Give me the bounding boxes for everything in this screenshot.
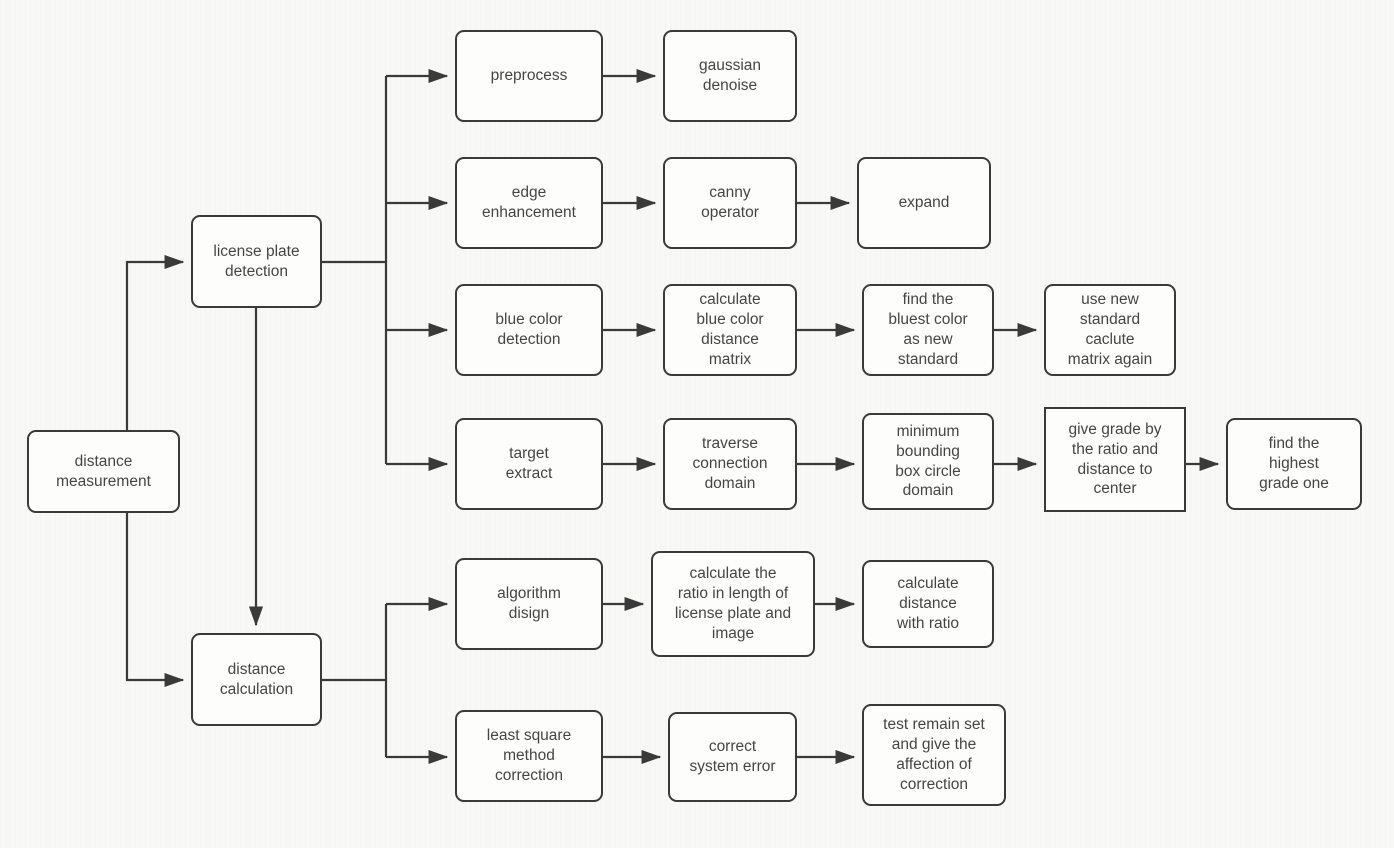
- node-find-bluest-color-as-new-standard[interactable]: find the bluest color as new standard: [862, 284, 994, 376]
- node-minimum-bounding-box-circle-domain[interactable]: minimum bounding box circle domain: [862, 413, 994, 510]
- node-label: find the highest grade one: [1259, 435, 1329, 492]
- node-algorithm-disign[interactable]: algorithm disign: [455, 558, 603, 650]
- node-calculate-distance-with-ratio[interactable]: calculate distance with ratio: [862, 560, 994, 648]
- node-label: give grade by the ratio and distance to …: [1068, 420, 1162, 498]
- node-label: use new standard caclute matrix again: [1067, 291, 1153, 368]
- node-blue-color-detection[interactable]: blue color detection: [455, 284, 603, 376]
- node-label: find the bluest color as new standard: [888, 291, 968, 368]
- node-preprocess[interactable]: preprocess: [455, 30, 603, 122]
- node-target-extract[interactable]: target extract: [455, 418, 603, 510]
- node-calculate-ratio-in-length-of-license-plate-and-image[interactable]: calculate the ratio in length of license…: [651, 551, 815, 657]
- node-label: expand: [898, 194, 950, 212]
- node-traverse-connection-domain[interactable]: traverse connection domain: [663, 418, 797, 510]
- node-label: traverse connection domain: [692, 435, 768, 492]
- node-label: minimum bounding box circle domain: [895, 422, 961, 500]
- node-label: preprocess: [490, 67, 568, 85]
- node-label: edge enhancement: [482, 184, 576, 221]
- node-distance-calculation[interactable]: distance calculation: [191, 633, 322, 726]
- node-give-grade-by-ratio-and-distance-to-center[interactable]: give grade by the ratio and distance to …: [1044, 407, 1186, 512]
- node-label: algorithm disign: [497, 585, 561, 622]
- node-distance-measurement[interactable]: distance measurement: [27, 430, 180, 513]
- node-label: blue color detection: [495, 311, 563, 348]
- node-find-highest-grade-one[interactable]: find the highest grade one: [1226, 418, 1362, 510]
- node-label: calculate the ratio in length of license…: [674, 565, 792, 642]
- node-label: gaussian denoise: [698, 57, 762, 94]
- node-correct-system-error[interactable]: correct system error: [668, 712, 797, 802]
- node-label: license plate detection: [213, 242, 300, 280]
- node-use-new-standard-caclute-matrix-again[interactable]: use new standard caclute matrix again: [1044, 284, 1176, 376]
- node-license-plate-detection[interactable]: license plate detection: [191, 215, 322, 308]
- node-label: target extract: [505, 445, 553, 482]
- node-test-remain-set-give-affection-of-correction[interactable]: test remain set and give the affection o…: [862, 704, 1006, 806]
- node-expand[interactable]: expand: [857, 157, 991, 249]
- node-least-square-method-correction[interactable]: least square method correction: [455, 710, 603, 802]
- node-canny-operator[interactable]: canny operator: [663, 157, 797, 249]
- edge-measurement-to-plate: [125, 254, 185, 430]
- node-label: canny operator: [701, 184, 759, 221]
- node-label: correct system error: [689, 738, 776, 775]
- node-label: test remain set and give the affection o…: [883, 716, 985, 793]
- node-edge-enhancement[interactable]: edge enhancement: [455, 157, 603, 249]
- edge-measurement-to-calculation: [125, 513, 185, 688]
- node-calculate-blue-color-distance-matrix[interactable]: calculate blue color distance matrix: [663, 284, 797, 376]
- node-label: calculate blue color distance matrix: [696, 291, 764, 368]
- node-label: distance measurement: [56, 452, 151, 490]
- node-label: calculate distance with ratio: [896, 575, 960, 632]
- node-label: least square method correction: [486, 727, 572, 784]
- node-label: distance calculation: [219, 660, 294, 698]
- node-gaussian-denoise[interactable]: gaussian denoise: [663, 30, 797, 122]
